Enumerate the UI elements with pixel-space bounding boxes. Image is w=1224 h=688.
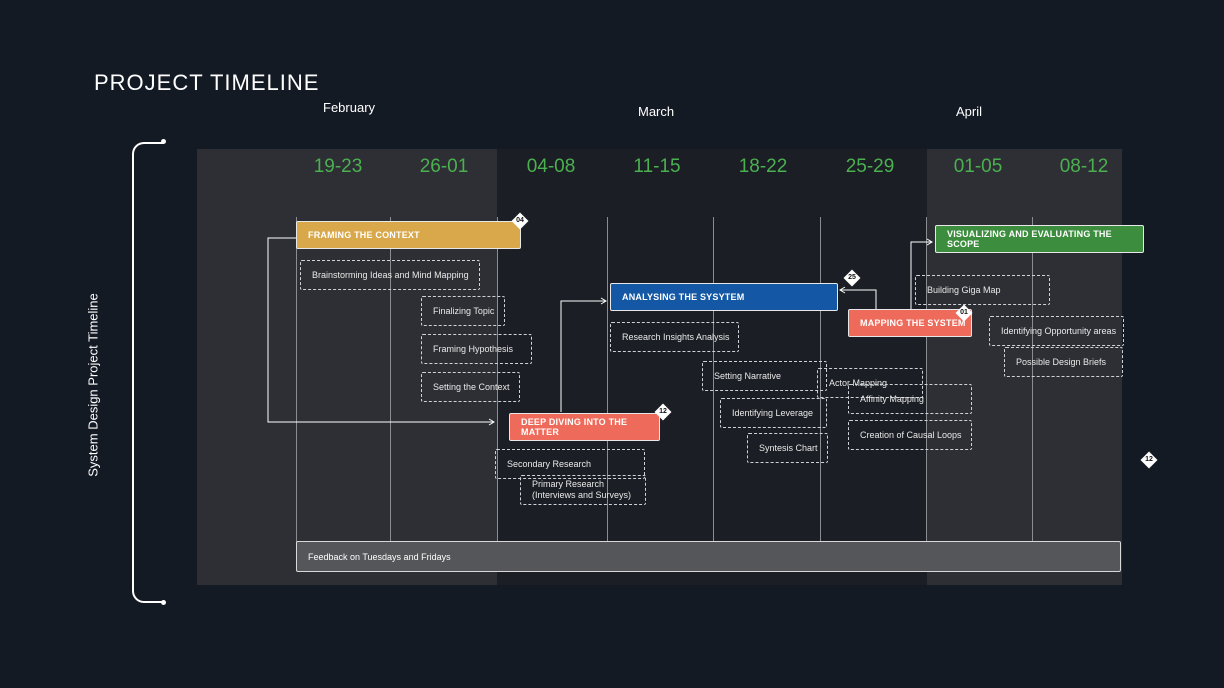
bracket-dot-top — [161, 139, 166, 144]
badge-number: 01 — [960, 309, 968, 316]
task-brainstorming[interactable]: Brainstorming Ideas and Mind Mapping — [300, 260, 480, 290]
task-primary-research-line1: Primary Research — [532, 479, 605, 489]
week-gridline — [713, 217, 714, 567]
timeline-bracket — [132, 142, 164, 603]
task-actor-mapping[interactable]: Actor Mapping — [817, 368, 923, 398]
task-finalizing-topic[interactable]: Finalizing Topic — [421, 296, 505, 326]
week-label: 11-15 — [633, 156, 681, 177]
month-february: February — [323, 100, 376, 115]
month-march: March — [638, 104, 675, 119]
phase-analysing[interactable]: ANALYSING THE SYSYTEM — [610, 283, 838, 311]
week-gridline — [607, 217, 608, 567]
week-gridline — [296, 217, 297, 567]
week-label: 19-23 — [313, 156, 363, 177]
task-setting-context[interactable]: Setting the Context — [421, 372, 520, 402]
phase-visualizing[interactable]: VISUALIZING AND EVALUATING THE SCOPE — [935, 225, 1144, 253]
april-panel — [927, 149, 1122, 585]
task-building-giga-map[interactable]: Building Giga Map — [915, 275, 1050, 305]
week-label: 18-22 — [738, 156, 788, 177]
badge-number: 25 — [848, 274, 856, 281]
phase-framing[interactable]: FRAMING THE CONTEXT — [296, 221, 521, 249]
page-title: PROJECT TIMELINE — [94, 70, 320, 95]
side-label: System Design Project Timeline — [85, 293, 101, 477]
task-secondary-research[interactable]: Secondary Research — [495, 449, 645, 479]
task-primary-research-line2: (Interviews and Surveys) — [532, 490, 632, 500]
week-gridline — [820, 217, 821, 567]
week-gridline — [1032, 217, 1033, 567]
week-gridline — [926, 217, 927, 567]
badge-number: 12 — [659, 408, 667, 415]
phase-deep-diving[interactable]: DEEP DIVING INTO THE MATTER — [509, 413, 660, 441]
feedback-bar[interactable]: Feedback on Tuesdays and Fridays — [296, 541, 1121, 572]
task-research-insights[interactable]: Research Insights Analysis — [610, 322, 739, 352]
task-possible-design-briefs[interactable]: Possible Design Briefs — [1004, 347, 1123, 377]
task-identifying-leverage[interactable]: Identifying Leverage — [720, 398, 827, 428]
task-syntesis-chart[interactable]: Syntesis Chart — [747, 433, 828, 463]
task-affinity-mapping[interactable]: Affinity Mapping — [848, 384, 972, 414]
task-causal-loops[interactable]: Creation of Causal Loops — [848, 420, 972, 450]
week-gridline — [497, 217, 498, 567]
badge-number: 04 — [516, 217, 524, 224]
task-framing-hypothesis[interactable]: Framing Hypothesis — [421, 334, 532, 364]
task-primary-research[interactable]: Primary Research (Interviews and Surveys… — [520, 475, 646, 505]
week-label: 25-29 — [845, 156, 895, 177]
week-label: 08-12 — [1059, 156, 1109, 177]
task-identifying-opportunity[interactable]: Identifying Opportunity areas — [989, 316, 1124, 346]
bracket-dot-bottom — [161, 600, 166, 605]
week-label: 01-05 — [953, 156, 1003, 177]
badge-number: 12 — [1145, 456, 1153, 463]
week-label: 04-08 — [526, 156, 576, 177]
week-label: 26-01 — [419, 156, 469, 177]
month-april: April — [956, 104, 983, 119]
phase-mapping[interactable]: MAPPING THE SYSTEM — [848, 309, 972, 337]
task-setting-narrative[interactable]: Setting Narrative — [702, 361, 827, 391]
february-panel — [197, 149, 497, 585]
